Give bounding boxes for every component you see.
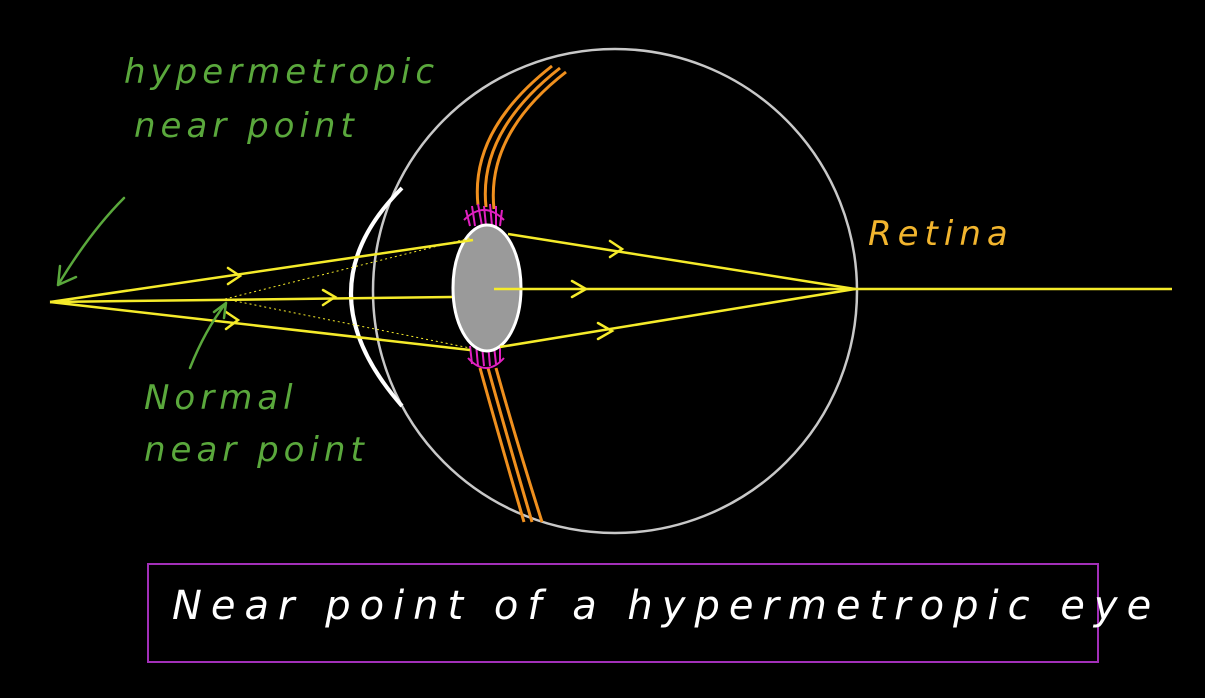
normal-pointer-arrow xyxy=(188,301,228,370)
arrow-top-incident xyxy=(226,266,243,286)
arrow-top-refracted xyxy=(608,239,625,259)
arrow-middle-refracted xyxy=(570,279,589,299)
cornea xyxy=(349,186,404,408)
eyeball xyxy=(371,47,859,535)
hypermetropic-near-point-label-line1: hypermetropic xyxy=(124,52,440,92)
ray-bottom-incident xyxy=(49,300,471,352)
ciliary-muscle-upper xyxy=(475,64,567,210)
ciliary-muscle-lower xyxy=(478,367,544,523)
hypermetropic-pointer-arrow xyxy=(56,196,126,287)
ray-top-incident xyxy=(49,238,474,304)
suspensory-ligament-lower xyxy=(467,343,505,369)
arrow-bottom-incident xyxy=(224,310,241,331)
ray-top-refracted xyxy=(507,232,856,291)
ray-middle-incident xyxy=(49,295,453,304)
caption-box xyxy=(147,563,1099,663)
retina-label: Retina xyxy=(868,214,1014,254)
light-rays xyxy=(49,232,1172,352)
hypermetropic-near-point-label-line2: near point xyxy=(134,106,359,146)
arrow-bottom-refracted xyxy=(596,321,615,341)
ray-bottom-refracted xyxy=(499,287,856,349)
pointer-arrows xyxy=(56,196,228,370)
suspensory-ligament-upper xyxy=(463,203,505,227)
ray-arrowheads xyxy=(224,239,625,341)
normal-near-point-label-line2: near point xyxy=(144,430,369,470)
normal-near-point-rays xyxy=(224,237,471,349)
arrow-middle-incident xyxy=(321,288,338,307)
diagram-caption: Near point of a hypermetropic eye xyxy=(172,583,1161,629)
normal-near-point-label-line1: Normal xyxy=(144,378,298,418)
